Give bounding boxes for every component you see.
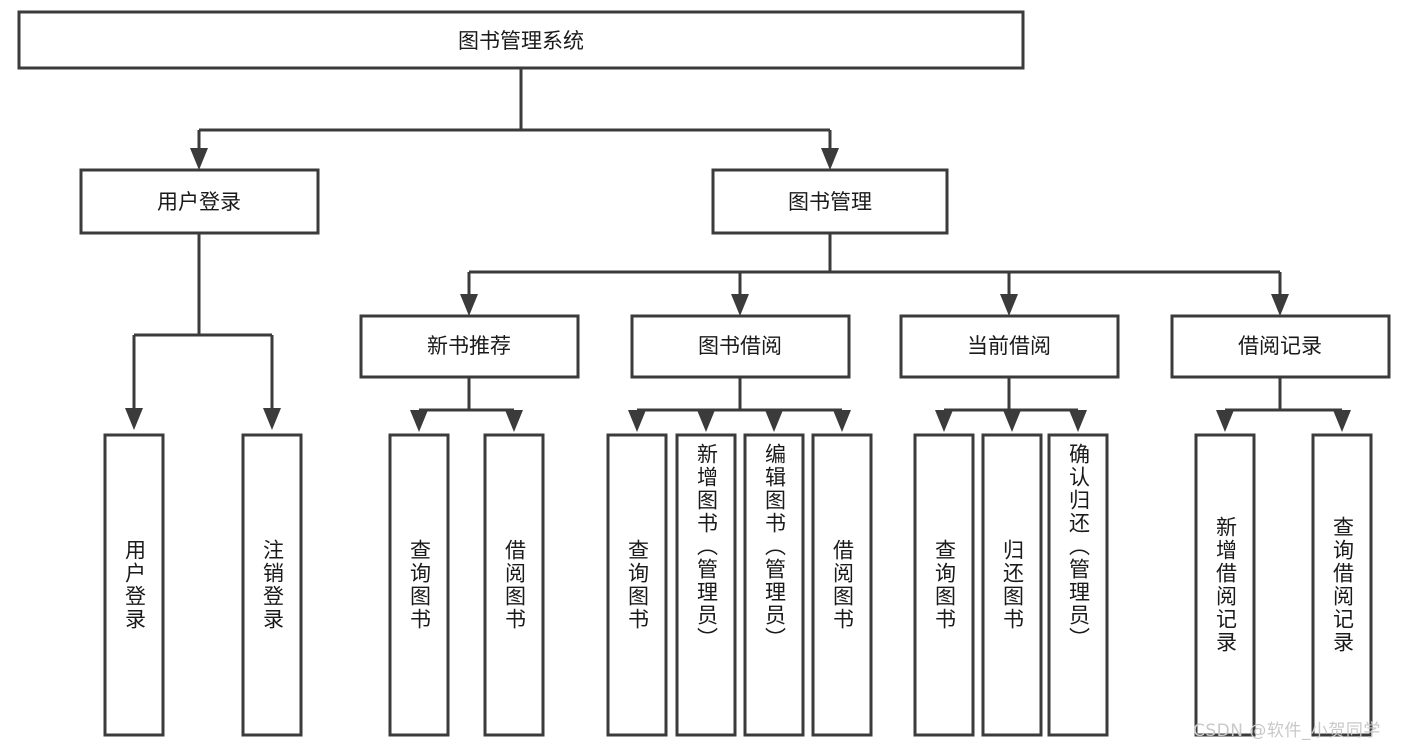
arrow-head-leaf-return-book (1003, 410, 1021, 432)
node-current-borrow-box[interactable] (899, 314, 1120, 379)
arrow-head-leaf-logout-login (263, 408, 281, 430)
node-borrow-record-label: 借阅记录 (1238, 334, 1322, 358)
node-leaf-return-book-box[interactable] (981, 433, 1043, 737)
node-user-login[interactable]: 用户登录 (79, 168, 320, 235)
arrow-head-user-login (190, 148, 208, 170)
node-borrow-record-box[interactable] (1170, 314, 1391, 379)
node-new-book-recommend-label: 新书推荐 (427, 334, 511, 358)
arrow-head-leaf-add-book (697, 410, 715, 432)
node-book-borrow-label: 图书借阅 (698, 334, 782, 358)
node-new-book-recommend[interactable]: 新书推荐 (359, 314, 580, 379)
node-new-book-recommend-box[interactable] (359, 314, 580, 379)
arrow-head-book-management (821, 148, 839, 170)
arrow-head-leaf-add-record (1216, 410, 1234, 432)
connector-group (125, 68, 1351, 432)
leaf-box-group (103, 433, 1373, 737)
node-book-management-box[interactable] (711, 168, 949, 235)
node-leaf-query-book-2-box[interactable] (606, 433, 668, 737)
node-book-borrow[interactable]: 图书借阅 (630, 314, 851, 379)
arrow-head-leaf-user-login (125, 408, 143, 430)
arrow-head-new-book-recommend (460, 294, 478, 316)
node-leaf-confirm-return-box[interactable] (1047, 433, 1109, 737)
node-leaf-logout-login-box[interactable] (241, 433, 303, 737)
csdn-watermark: CSDN @软件_小贺同学 (1193, 721, 1381, 741)
node-leaf-user-login-box[interactable] (103, 433, 165, 737)
arrow-head-leaf-borrow-book-2 (833, 410, 851, 432)
arrow-head-leaf-borrow-book-1 (505, 410, 523, 432)
node-leaf-edit-book-box[interactable] (743, 433, 805, 737)
arrow-head-leaf-query-book-2 (628, 410, 646, 432)
node-root-box[interactable] (17, 10, 1025, 70)
node-leaf-borrow-book-1-box[interactable] (483, 433, 545, 737)
arrow-head-leaf-query-book-1 (410, 410, 428, 432)
node-leaf-query-book-3-box[interactable] (913, 433, 975, 737)
node-user-login-box[interactable] (79, 168, 320, 235)
node-borrow-record[interactable]: 借阅记录 (1170, 314, 1391, 379)
node-root-label: 图书管理系统 (458, 29, 584, 53)
node-root[interactable]: 图书管理系统 (17, 10, 1025, 70)
arrow-head-book-borrow (731, 294, 749, 316)
arrow-head-current-borrow (1000, 294, 1018, 316)
arrow-head-leaf-confirm-return (1069, 410, 1087, 432)
arrow-head-leaf-query-book-3 (935, 410, 953, 432)
arrow-head-leaf-query-record (1333, 410, 1351, 432)
node-leaf-add-record-box[interactable] (1194, 433, 1256, 737)
node-leaf-borrow-book-2-box[interactable] (811, 433, 873, 737)
node-current-borrow-label: 当前借阅 (967, 334, 1051, 358)
node-leaf-add-book-box[interactable] (675, 433, 737, 737)
node-book-borrow-box[interactable] (630, 314, 851, 379)
node-current-borrow[interactable]: 当前借阅 (899, 314, 1120, 379)
node-book-management[interactable]: 图书管理 (711, 168, 949, 235)
arrow-head-borrow-record (1271, 294, 1289, 316)
node-leaf-query-book-1-box[interactable] (388, 433, 450, 737)
node-book-management-label: 图书管理 (788, 190, 872, 214)
node-user-login-label: 用户登录 (157, 190, 241, 214)
node-leaf-query-record-box[interactable] (1311, 433, 1373, 737)
arrow-head-leaf-edit-book (765, 410, 783, 432)
